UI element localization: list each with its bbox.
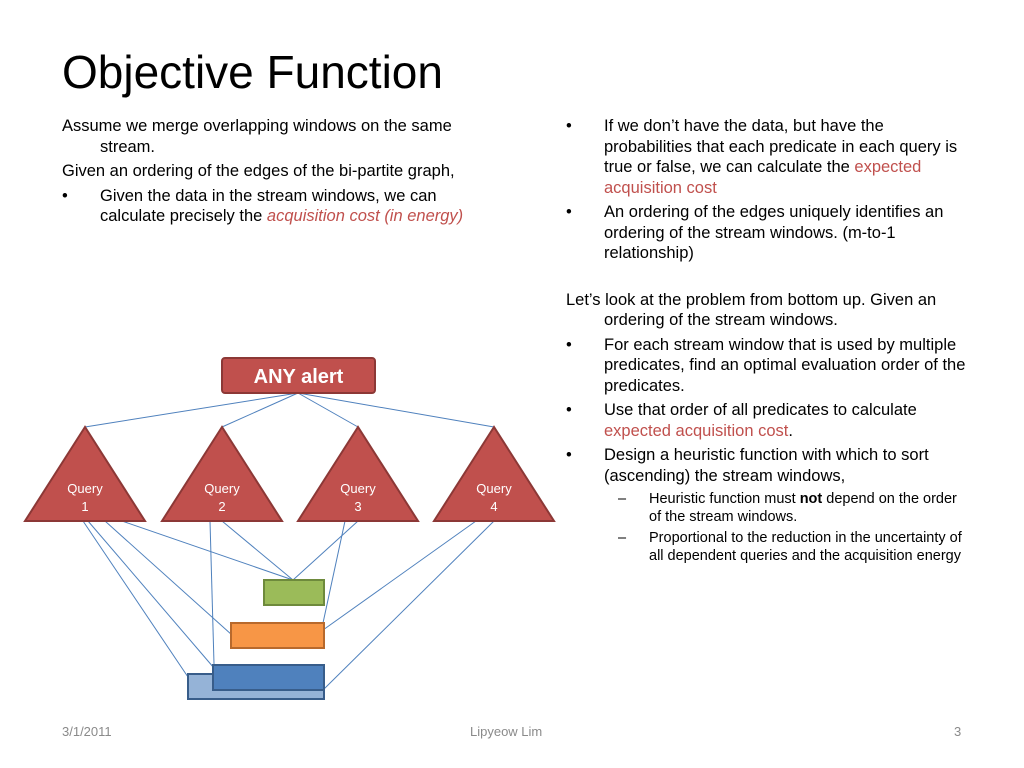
edge-q3-green [292,520,359,581]
right-bullet-1-text: If we don’t have the data, but have the … [604,117,958,176]
query-node-3: Query 3 [296,425,420,522]
query-triangle-2 [160,425,284,522]
bullet-icon: • [566,203,572,221]
edge-root-query-1 [84,392,299,428]
stream-window-orange [230,622,325,649]
query-node-2: Query 2 [160,425,284,522]
query-number-3: 3 [354,499,361,514]
left-paragraph-1: Assume we merge overlapping windows on t… [62,117,452,156]
query-label-1: Query [67,481,103,496]
footer-page-number: 3 [954,724,962,739]
query-label-2: Query [204,481,240,496]
dash-icon: – [618,530,627,546]
edge-q1-lightblue [82,520,191,681]
query-node-4: Query 4 [432,425,556,522]
edge-q4-blue [322,520,495,691]
edge-q3-orange [322,520,346,624]
query-node-1: Query 1 [23,425,147,522]
edge-q1-blue [87,520,215,669]
right-bullet-2: • An ordering of the edges uniquely ident… [566,202,966,264]
edge-q2-blue [209,520,215,665]
left-bullet-1-highlight: acquisition cost (in energy) [266,207,464,225]
query-label-4: Query [476,481,512,496]
right-bullet-4-end: . [788,421,793,440]
left-bullet-1: • Given the data in the stream windows, w… [62,186,502,227]
right-bullet-5: • Design a heuristic function with which … [566,445,966,486]
edge-q1-orange [104,520,233,636]
dash-icon: – [618,491,627,507]
left-column: Assume we merge overlapping windows on t… [62,116,502,231]
edge-q2-green [221,520,294,581]
footer-author: Lipyeow Lim [470,724,543,739]
right-subbullet-1: – Heuristic function must not depend on t… [566,490,966,526]
stream-window-green [263,579,325,606]
left-paragraph-2: Given an ordering of the edges of the bi… [62,162,455,180]
edges [82,392,495,691]
right-bullet-3: • For each stream window that is used by … [566,335,966,397]
footer-date: 3/1/2011 [62,724,112,739]
right-subbullet-1-bold: not [799,491,823,507]
any-alert-node: ANY alert [221,357,376,394]
any-alert-box [221,357,376,394]
bullet-icon: • [62,186,68,205]
edge-q1-green [121,520,294,581]
any-alert-label: ANY alert [254,366,344,388]
edge-root-query-2 [221,392,299,428]
right-subbullet-2: – Proportional to the reduction in the un… [566,529,966,565]
query-graph-diagram: ANY alert Query 1 Query 2 Query 3 Query … [23,357,556,700]
bullet-icon: • [566,401,572,419]
right-paragraph-1: Let’s look at the problem from bottom up… [566,290,937,330]
query-number-4: 4 [490,499,497,514]
query-triangle-4 [432,425,556,522]
right-subbullet-1-after: depend on the order of the stream window… [649,491,957,525]
slide-title: Objective Function [62,46,443,98]
edge-root-query-4 [297,392,495,428]
edge-root-query-3 [297,392,359,428]
right-column: • If we don’t have the data, but have the… [566,116,966,568]
right-bullet-1-highlight: expected acquisition cost [604,158,922,197]
query-number-2: 2 [218,499,225,514]
query-label-3: Query [340,481,376,496]
bullet-icon: • [566,446,572,464]
left-bullet-1-text: Given the data in the stream windows, we… [100,186,437,226]
right-bullet-4-highlight: expected acquisition cost [604,421,789,440]
edge-q4-orange [322,520,477,631]
right-bullet-5-text: Design a heuristic function with which t… [604,446,929,485]
spacer [566,268,966,290]
right-bullet-3-text: For each stream window that is used by m… [604,335,966,395]
query-number-1: 1 [81,499,88,514]
right-bullet-4-text: Use that order of all predicates to calc… [604,401,917,419]
bullet-icon: • [566,117,572,135]
query-triangle-3 [296,425,420,522]
right-subbullet-1-before: Heuristic function must [649,491,800,507]
query-triangle-1 [23,425,147,522]
right-bullet-1: • If we don’t have the data, but have the… [566,116,966,198]
right-bullet-2-text: An ordering of the edges uniquely identi… [604,203,944,262]
bullet-icon: • [566,335,572,354]
stream-window-blue [212,664,325,691]
right-bullet-4: • Use that order of all predicates to cal… [566,400,966,441]
right-subbullet-2-text: Proportional to the reduction in the unc… [649,530,962,564]
